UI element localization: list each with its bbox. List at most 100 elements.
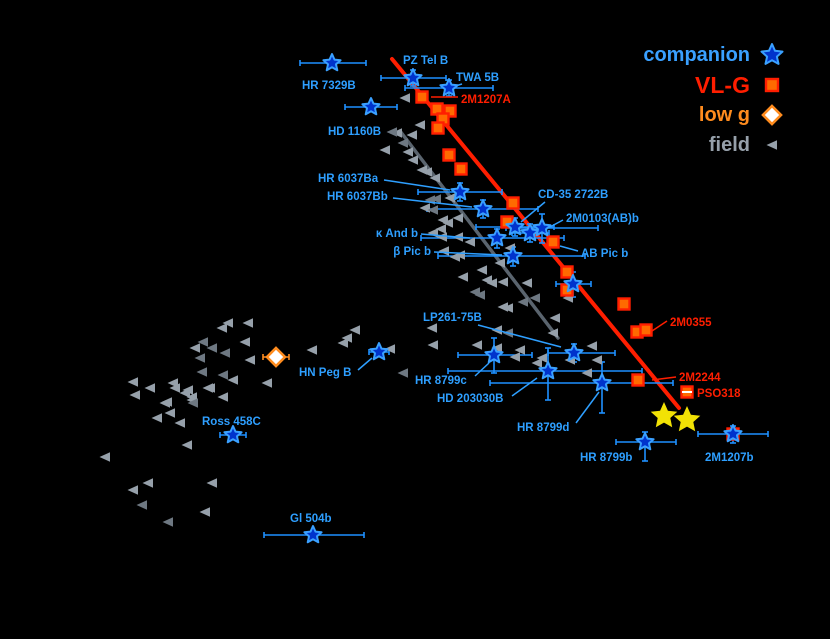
legend-marker: [760, 43, 784, 65]
vlg-square-icon: [764, 77, 780, 93]
field-point: [206, 343, 217, 353]
companion-point: [450, 182, 470, 201]
field-point: [337, 338, 348, 348]
annotation-label: 2M1207A: [461, 94, 511, 106]
legend-marker: [761, 104, 783, 126]
vlg-point: [639, 323, 653, 337]
annotation-label: HR 8799d: [517, 422, 569, 434]
companion-point: [439, 78, 459, 97]
field-point: [161, 397, 172, 407]
companion-point: [403, 68, 423, 87]
vlg-point: [431, 121, 445, 135]
legend-label-companion: companion: [643, 43, 750, 66]
field-point: [197, 337, 208, 347]
field-point: [129, 390, 140, 400]
annotation-label: PSO318: [697, 388, 741, 400]
companion-point: [505, 217, 525, 236]
legend-marker: [766, 140, 777, 150]
field-point: [386, 127, 397, 137]
companion-point: [564, 343, 584, 362]
annotation-label: HR 7329B: [302, 80, 356, 92]
field-point: [517, 297, 528, 307]
companion-star-icon: [760, 43, 784, 65]
field-point: [142, 478, 153, 488]
field-point: [174, 418, 185, 428]
field-point: [457, 272, 468, 282]
field-point: [426, 323, 437, 333]
field-point: [474, 290, 485, 300]
legend-item-vlg: VL-G: [695, 72, 788, 98]
field-point: [407, 155, 418, 165]
companion-point: [223, 425, 243, 444]
annotation-label: 2M0355: [670, 317, 712, 329]
annotation-label: AB Pic b: [581, 248, 628, 260]
field-point: [261, 378, 272, 388]
field-point: [341, 333, 352, 343]
annotation-label: β Pic b: [393, 246, 431, 258]
field-point: [182, 385, 193, 395]
field-point: [406, 130, 417, 140]
field-point: [244, 355, 255, 365]
field-point: [464, 237, 475, 247]
annotation-pointer: [547, 219, 564, 229]
field-point: [151, 413, 162, 423]
annotation-label: HR 8799b: [580, 452, 632, 464]
field-point: [547, 328, 558, 338]
field-point: [397, 368, 408, 378]
companion-point: [322, 53, 342, 72]
legend-item-lowg: low g: [699, 102, 788, 128]
field-point: [497, 277, 508, 287]
legend: companion VL-G low g field: [643, 42, 788, 158]
field-point: [127, 485, 138, 495]
vlg-point: [617, 297, 631, 311]
field-point: [379, 145, 390, 155]
annotation-pointer: [575, 391, 600, 424]
field-triangle-icon: [766, 140, 777, 150]
annotation-pointer: [477, 324, 562, 348]
field-point: [421, 167, 432, 177]
field-point: [194, 353, 205, 363]
field-point: [452, 213, 463, 223]
field-point: [549, 313, 560, 323]
legend-label-lowg: low g: [698, 103, 750, 126]
field-point: [162, 517, 173, 527]
field-point: [181, 440, 192, 450]
field-point: [399, 93, 410, 103]
field-point: [242, 318, 253, 328]
field-point: [216, 323, 227, 333]
vlg-point: [560, 265, 574, 279]
companion-point: [484, 345, 504, 364]
annotation-pointer: [474, 362, 490, 377]
companion-point: [520, 223, 540, 242]
vlg-point: [454, 162, 468, 176]
field-point: [384, 344, 395, 354]
field-point: [227, 375, 238, 385]
annotation-label: LP261-75B: [423, 312, 482, 324]
companion-point: [538, 361, 558, 380]
field-point: [196, 367, 207, 377]
vlg-point: [443, 104, 457, 118]
annotation-label: TWA 5B: [456, 72, 499, 84]
field-point: [199, 507, 210, 517]
field-point: [127, 377, 138, 387]
companion-point: [361, 97, 381, 116]
field-point: [529, 293, 540, 303]
field-point: [419, 203, 430, 213]
field-point: [438, 246, 449, 256]
field-point: [430, 194, 441, 204]
companion-point: [487, 228, 507, 247]
field-point: [427, 340, 438, 350]
annotation-pointer: [392, 197, 473, 208]
field-point: [427, 228, 438, 238]
field-point: [521, 278, 532, 288]
annotation-pointer: [420, 233, 471, 239]
annotation-label: Gl 504b: [290, 513, 332, 525]
field-point: [497, 302, 508, 312]
field-point: [581, 368, 592, 378]
vlg-point: [506, 196, 520, 210]
companion-point: [532, 218, 552, 237]
annotation-label: CD-35 2722B: [538, 189, 608, 201]
annotation-label: κ And b: [376, 228, 418, 240]
field-point: [164, 408, 175, 418]
highlight-star-point: [673, 406, 701, 432]
